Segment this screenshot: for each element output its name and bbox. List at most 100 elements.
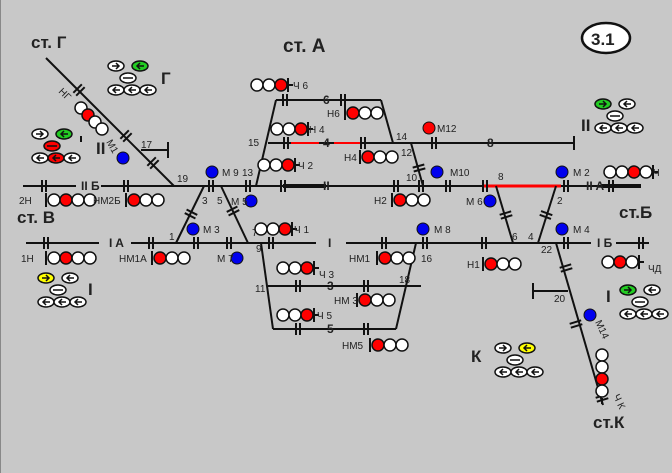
- shunt-signal-lamp: [555, 222, 569, 236]
- arrow-left-icon: [67, 154, 76, 162]
- route-panel-label: К: [471, 347, 482, 366]
- track-label: I: [328, 236, 331, 250]
- signal-lamp: [371, 338, 385, 352]
- switch-number: 1: [169, 232, 175, 243]
- signal-label: ЧД: [648, 264, 662, 275]
- crossover-2-4: [537, 185, 557, 244]
- signal-label: Ч К: [610, 393, 626, 412]
- signal-lamp: [288, 308, 302, 322]
- shunt-signal-lamp: [186, 222, 200, 236]
- track-label: I Б: [597, 236, 613, 250]
- signal-lamp: [257, 158, 271, 172]
- arrow-right-icon: [112, 62, 121, 70]
- track-label: II Б: [81, 179, 100, 193]
- arrow-right-icon: [42, 274, 51, 282]
- signal-label: Ч 2: [298, 161, 313, 172]
- switch-number: 6: [512, 232, 518, 243]
- track-label: 4: [323, 136, 330, 150]
- arrow-left-icon: [655, 310, 664, 318]
- signal-lamp: [383, 338, 397, 352]
- arrow-left-icon: [514, 368, 523, 376]
- signal-label: НГ: [56, 86, 73, 103]
- insulated-joint: [184, 208, 198, 220]
- signal-lamp: [95, 122, 109, 136]
- signal-lamp: [71, 251, 85, 265]
- signal-lamp: [393, 193, 407, 207]
- signal-lamp: [601, 255, 615, 269]
- route-panel-label: Г: [161, 69, 171, 88]
- signal-lamp: [417, 193, 431, 207]
- shunt-signal-label: М 6: [466, 197, 483, 208]
- arrow-right-icon: [499, 344, 508, 352]
- arrow-right-icon: [624, 286, 633, 294]
- shunt-signal-lamp: [583, 308, 597, 322]
- track-label: II: [323, 179, 330, 193]
- signal-lamp: [508, 257, 522, 271]
- station-k-label: ст.К: [593, 413, 625, 432]
- figure-number-badge: 3.1: [591, 30, 615, 49]
- route-panel-label: I: [88, 280, 93, 299]
- signal-lamp: [603, 165, 617, 179]
- insulated-joint: [72, 83, 86, 97]
- signal-label: Н6: [327, 109, 340, 120]
- shunt-signal-lamp: [116, 151, 130, 165]
- arrow-left-icon: [614, 124, 623, 132]
- crossover-12: [410, 142, 424, 187]
- arrow-left-icon: [530, 368, 539, 376]
- signal-label: Н4: [344, 153, 357, 164]
- shunt-signal-label: М 3: [203, 225, 220, 236]
- signal-lamp: [595, 384, 609, 398]
- signal-label: Н 4: [309, 125, 325, 136]
- arrow-left-icon: [41, 298, 50, 306]
- arrow-left-icon: [127, 86, 136, 94]
- switch-number: 18: [399, 275, 411, 286]
- signal-label: Ч 5: [317, 311, 332, 322]
- crossover-1-3: [175, 185, 205, 244]
- signal-lamp: [595, 372, 609, 386]
- signal-lamp: [294, 122, 308, 136]
- signal-label: НМ1А: [119, 254, 147, 265]
- signal-lamp: [373, 150, 387, 164]
- track-segment: [380, 99, 394, 144]
- signal-lamp: [276, 261, 290, 275]
- switch-number: 20: [554, 294, 566, 305]
- track-label: 8: [487, 136, 494, 150]
- signal-lamp: [83, 251, 97, 265]
- signal-lamp: [627, 165, 641, 179]
- signal-label: НМ5: [342, 341, 364, 352]
- signal-lamp: [165, 251, 179, 265]
- crossover-8-6: [495, 185, 514, 244]
- arrow-left-icon: [498, 368, 507, 376]
- signal-lamp: [370, 293, 384, 307]
- signal-lamp: [254, 222, 268, 236]
- signal-lamp: [639, 165, 653, 179]
- shunt-signal-label: М 5: [231, 197, 248, 208]
- insulated-joint: [559, 263, 573, 273]
- ladder-9-11: [260, 242, 274, 330]
- shunt-signal-label: М 8: [434, 225, 451, 236]
- switch-number: 7: [252, 228, 258, 239]
- signal-lamp: [613, 255, 627, 269]
- badge-outline: [580, 21, 632, 55]
- track-label: 3: [327, 279, 334, 293]
- shunt-signal-lamp: [483, 194, 497, 208]
- shunt-signal-label: М 9: [222, 168, 239, 179]
- station-b-label: ст.Б: [619, 203, 652, 222]
- signal-lamp: [370, 106, 384, 120]
- signal-lamp: [177, 251, 191, 265]
- insulated-joint: [569, 319, 583, 329]
- signal-lamp: [276, 308, 290, 322]
- track-label: I A: [109, 236, 124, 250]
- arrow-left-icon: [73, 298, 82, 306]
- signal-lamp: [385, 150, 399, 164]
- switch-number: 2: [557, 196, 563, 207]
- route-panel-label: II: [581, 116, 590, 135]
- signal-lamp: [59, 193, 73, 207]
- signal-lamp: [358, 106, 372, 120]
- arrow-left-icon: [65, 274, 74, 282]
- insulated-joint: [119, 129, 133, 143]
- shunt-signal-lamp: [416, 222, 430, 236]
- signal-label: Ч 1: [294, 225, 309, 236]
- arrow-right-icon: [36, 130, 45, 138]
